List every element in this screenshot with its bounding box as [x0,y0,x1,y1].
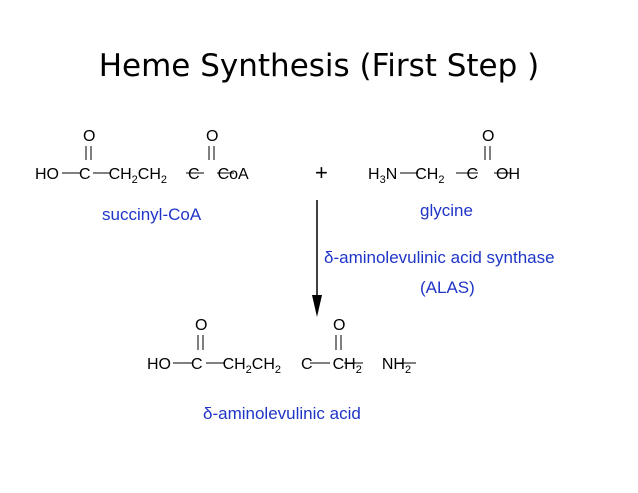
reaction-arrow-head [312,295,322,317]
product-carbonyl-oxygen-2: O [333,317,345,334]
succinyl-coa-label: succinyl-CoA [102,205,202,224]
slide-title: Heme Synthesis (First Step ) [98,48,540,84]
glycine-label: glycine [420,201,473,220]
plus-sign: + [315,160,328,185]
product-label: δ-aminolevulinic acid [203,404,361,423]
glycine-carbonyl-oxygen: O [482,128,494,145]
product-carbonyl-oxygen-1: O [195,317,207,334]
enzyme-name: δ-aminolevulinic acid synthase [324,248,555,267]
succinyl-carbonyl-oxygen-1: O [83,128,95,145]
reaction-arrow [312,200,322,317]
enzyme-abbreviation: (ALAS) [420,278,475,297]
succinyl-carbonyl-oxygen-2: O [206,128,218,145]
